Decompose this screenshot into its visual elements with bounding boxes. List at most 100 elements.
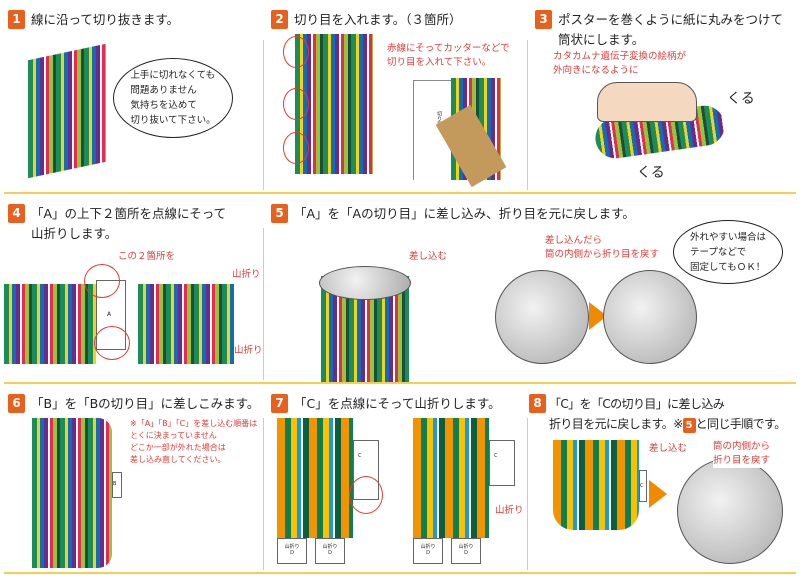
step-title: 切り目を入れます。（３箇所）	[294, 12, 462, 27]
bubble-line: テープなどで	[689, 246, 747, 258]
hands	[597, 82, 697, 122]
inside-view	[677, 458, 783, 564]
step-badge: 1	[8, 10, 25, 29]
fold-label: 山折り	[495, 505, 524, 516]
foot-fold-label: 山折り	[458, 544, 474, 550]
fold-circle	[94, 326, 130, 360]
arrow-right-icon	[649, 480, 667, 508]
instruction-note: 筒の内側から折り目を戻す	[713, 440, 771, 468]
step-title: と同じ手順です。	[695, 417, 787, 431]
note-line: 赤線にそってカッターなどで	[387, 43, 510, 54]
tab-c: C	[639, 470, 647, 502]
foot-fold-label: 山折り	[420, 544, 436, 550]
note-line: どこか一部が外れた場合は	[130, 443, 226, 452]
step-header: 7 「C」を点線にそって山折りします。	[271, 394, 501, 414]
step-title: 折り目を元に戻します。※	[549, 417, 683, 431]
step-header: 5「A」を「Aの切り目」に差し込み、折り目を元に戻します。	[271, 204, 635, 224]
foot-label: D	[290, 550, 294, 556]
cut-circle	[283, 88, 309, 120]
step-header: 2 切り目を入れます。（３箇所）	[271, 10, 462, 30]
bubble-line: 上手に切れなくても	[130, 70, 216, 81]
step-header: 6 「B」を「Bの切り目」に差しこみます。	[8, 394, 259, 414]
note-line: 筒の内側から折り目を戻す	[545, 249, 660, 260]
step-badge: 7	[271, 394, 288, 413]
step-title: 「A」を「Aの切り目」に差し込み、折り目を元に戻します。	[294, 206, 635, 221]
tube-top	[319, 266, 411, 300]
fold-circle	[84, 264, 120, 298]
cut-label: 切り目A	[413, 80, 451, 180]
insert-label: 差し込む	[409, 251, 448, 262]
poster-strip	[138, 284, 234, 364]
fold-label: 山折り	[234, 345, 263, 356]
step-title: 「A」の上下２箇所を点線にそって	[31, 206, 227, 221]
foot-label: D	[426, 550, 430, 556]
step-badge: 8	[529, 394, 546, 413]
instruction-note: ※「A」「B」「C」を差し込む順番はとくに決まっていませんどこか一部が外れた場合…	[130, 418, 257, 466]
foot-label: D	[328, 550, 332, 556]
bubble-line: 外れやすい場合は	[689, 231, 766, 243]
divider	[527, 418, 528, 570]
step-title: 「C」を点線にそって山折りします。	[294, 396, 501, 411]
note-line: とくに決まっていません	[130, 431, 217, 440]
step-ref-badge: 5	[682, 418, 696, 433]
step-title: 線に沿って切り抜きます。	[31, 12, 180, 27]
note-line: カタカムナ遺伝子変換の絵柄が	[553, 51, 687, 62]
step-5: 5「A」を「Aの切り目」に差し込み、折り目を元に戻します。 差し込む 差し込んだ…	[263, 194, 800, 382]
poster-strip	[4, 284, 96, 364]
foot-fold-label: 山折り	[322, 544, 338, 550]
divider	[263, 228, 264, 380]
kuru-label: くる	[637, 165, 665, 181]
step-title: ポスターを巻くように紙に丸みをつけて	[558, 12, 784, 27]
instruction-note: 差し込んだら筒の内側から折り目を戻す	[545, 234, 659, 262]
insert-label: 差し込む	[649, 443, 688, 454]
speech-bubble: 上手に切れなくても問題ありません気持ちを込めて切り抜いて下さい。	[113, 58, 233, 138]
instruction-note: 赤線にそってカッターなどで切り目を入れて下さい。	[387, 42, 510, 70]
step-title: 山折りします。	[31, 226, 118, 241]
foot-fold-label: 山折り	[284, 544, 300, 550]
step-badge: 4	[8, 204, 25, 223]
poster-strip	[413, 418, 489, 538]
step-4: 4「A」の上下２箇所を点線にそって山折りします。 この２箇所を A 山折り 山折…	[0, 194, 263, 382]
note-line: 切り目を入れて下さい。	[387, 57, 492, 68]
fold-label: 山折り	[232, 269, 261, 280]
divider	[4, 382, 796, 384]
divider	[4, 572, 796, 574]
step-badge: 6	[8, 394, 25, 413]
cut-circle	[283, 132, 309, 164]
note-line: 筒の内側から	[713, 441, 771, 452]
step-badge: 2	[271, 10, 288, 29]
step-6: 6 「B」を「Bの切り目」に差しこみます。 B ※「A」「B」「C」を差し込む順番…	[0, 384, 263, 572]
step-title: 「B」を「Bの切り目」に差しこみます。	[31, 396, 260, 411]
divider	[263, 40, 264, 190]
note-line: 差し込み直してください。	[130, 455, 226, 464]
poster-strip	[277, 418, 353, 538]
step-title: 筒状にします。	[558, 32, 645, 47]
tab-b: B	[112, 472, 122, 498]
step-1: 1 線に沿って切り抜きます。 上手に切れなくても問題ありません気持ちを込めて切り抜…	[0, 0, 263, 192]
step-header: 1 線に沿って切り抜きます。	[8, 10, 179, 30]
step-title: 「C」を「Cの切り目」に差し込み	[549, 397, 725, 411]
bubble-line: 問題ありません	[130, 85, 197, 96]
inside-view	[603, 270, 697, 364]
speech-bubble: 外れやすい場合はテープなどで固定してもＯＫ！	[673, 220, 783, 284]
bubble-line: 気持ちを込めて	[130, 100, 197, 111]
divider	[527, 40, 528, 190]
divider	[4, 192, 796, 194]
step-header: 4 「A」の上下２箇所を点線にそって山折りします。	[8, 204, 226, 244]
foot-label: D	[464, 550, 468, 556]
inside-view	[495, 270, 589, 364]
instruction-note: カタカムナ遺伝子変換の絵柄が外向きになるように	[553, 50, 686, 78]
divider	[263, 418, 264, 570]
bubble-line: 固定してもＯＫ！	[689, 261, 766, 273]
kuru-label: くる	[727, 91, 755, 107]
tube	[553, 440, 639, 530]
